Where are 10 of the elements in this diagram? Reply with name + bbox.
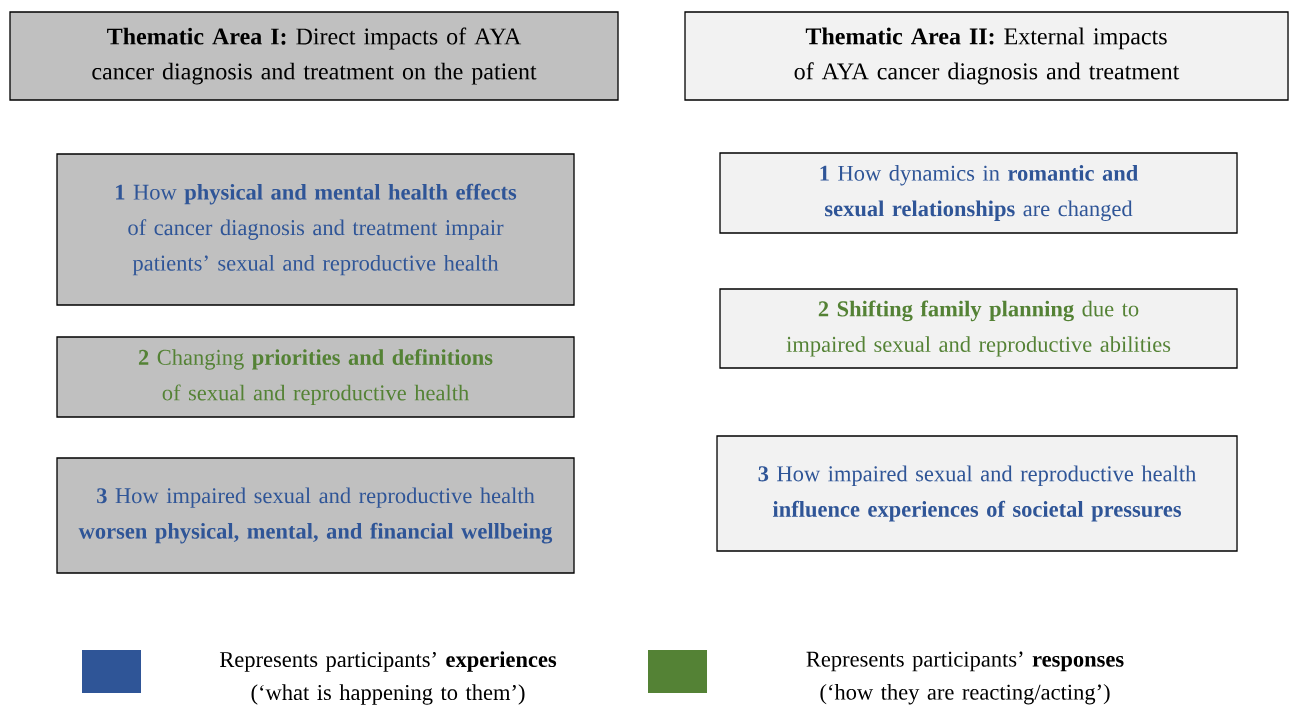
theme-box: 1 How physical and mental health effects of cancer diagnosis and treatment impair patients’ sexual and reproductive health xyxy=(56,153,575,306)
theme-box: 2 Shifting family planning due to impaired sexual and reproductive abilities xyxy=(719,288,1238,369)
legend-text: Represents participants’ experiences (‘what is happening to them’) xyxy=(219,651,557,705)
theme-box: 3 How impaired sexual and reproductive health worsen physical, mental, and financial wellbeing xyxy=(56,457,575,574)
theme-header-box: Thematic Area I: Direct impacts of AYA cancer diagnosis and treatment on the patient xyxy=(9,11,619,101)
legend-text: Represents participants’ responses (‘how they are reacting/acting’) xyxy=(806,651,1124,705)
theme-box: 1 How dynamics in romantic and sexual relationships are changed xyxy=(719,152,1238,234)
theme-header-box: Thematic Area II: External impacts of AYA cancer diagnosis and treatment xyxy=(684,11,1289,101)
theme-box: 2 Changing priorities and definitions of sexual and reproductive health xyxy=(56,336,575,418)
theme-box: 3 How impaired sexual and reproductive health influence experiences of societal pressures xyxy=(716,435,1238,552)
